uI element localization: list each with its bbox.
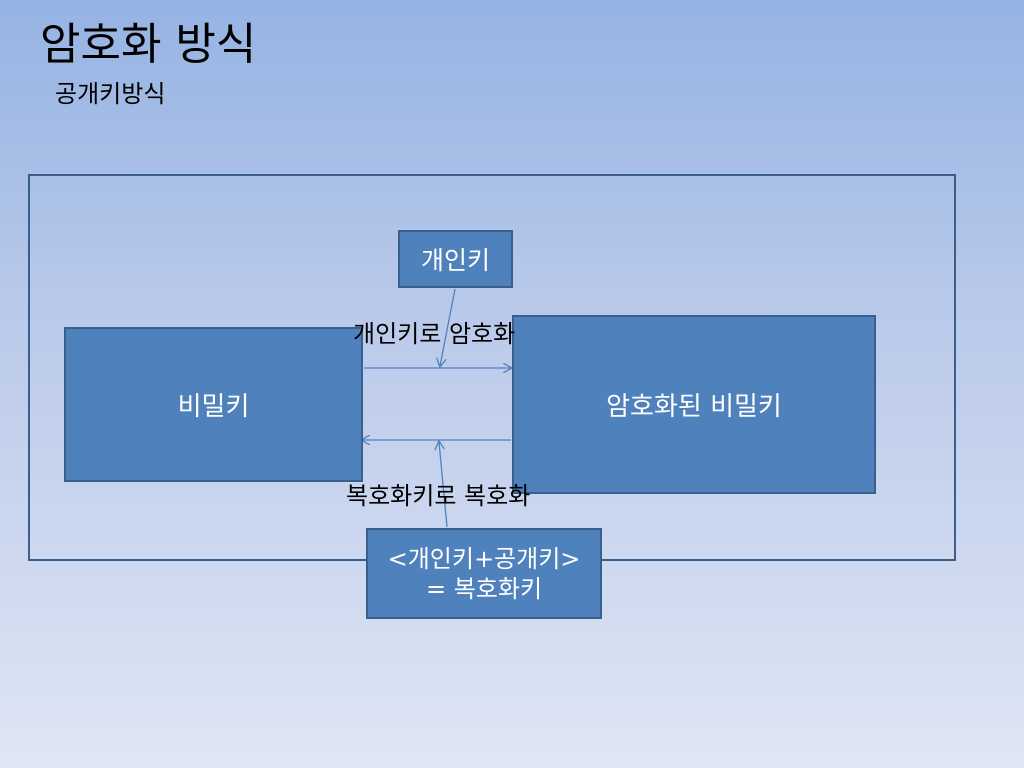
decrypt-label: 복호화키로 복호화 bbox=[346, 482, 531, 510]
encrypted-key-label: 암호화된 비밀키 bbox=[606, 392, 782, 422]
decryption-key-line2: = 복호화키 bbox=[425, 574, 543, 603]
encrypted-key-box: 암호화된 비밀키 bbox=[512, 315, 876, 494]
private-key-box: 개인키 bbox=[398, 230, 513, 288]
combined-key-connector bbox=[439, 442, 448, 528]
private-key-label: 개인키 bbox=[420, 246, 490, 275]
encrypt-label: 개인키로 암호화 bbox=[353, 320, 516, 348]
slide-title: 암호화 방식 bbox=[40, 19, 257, 70]
decryption-key-box: <개인키+공개키> = 복호화키 bbox=[366, 528, 602, 619]
secret-key-box: 비밀키 bbox=[64, 327, 363, 482]
secret-key-label: 비밀키 bbox=[177, 392, 250, 422]
private-key-connector bbox=[440, 288, 456, 366]
slide-subtitle: 공개키방식 bbox=[55, 80, 166, 108]
decryption-key-line1: <개인키+공개키> bbox=[387, 544, 581, 573]
